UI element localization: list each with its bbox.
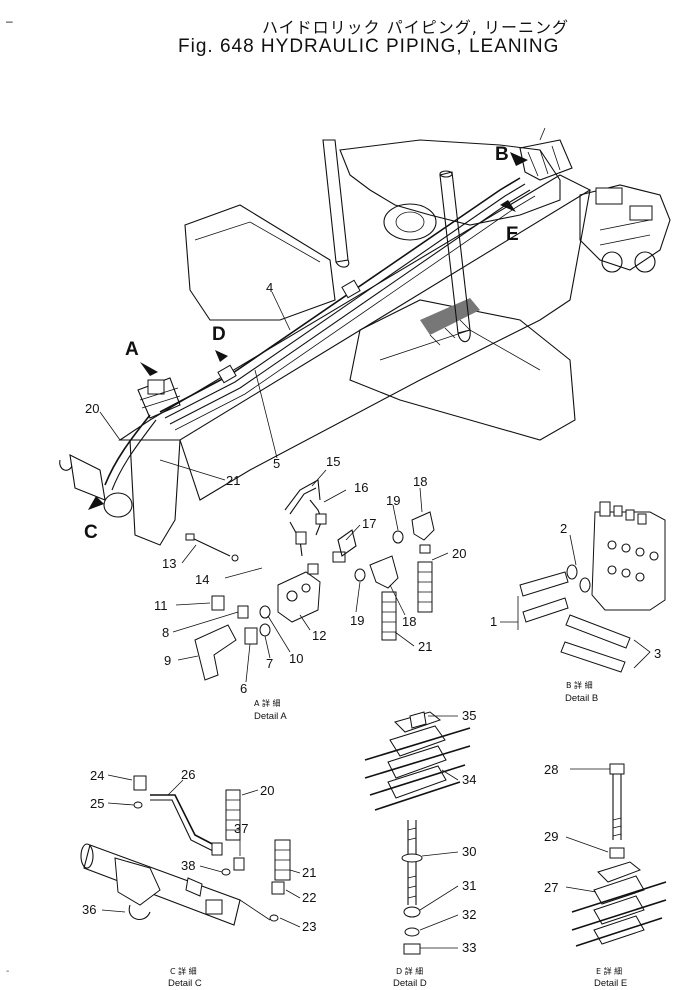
callout-17: 17: [362, 516, 376, 531]
callout-5: 5: [273, 456, 280, 471]
callout-31: 31: [462, 878, 476, 893]
detail-e-caption: Detail E: [594, 978, 627, 989]
callout-29: 29: [544, 829, 558, 844]
callout-18-top: 18: [413, 474, 427, 489]
detail-b: 2 1 3 B 詳 細 Detail B: [490, 501, 666, 704]
detail-c-caption-jp: C 詳 細: [170, 966, 197, 976]
callout-16: 16: [354, 480, 368, 495]
detail-d: 35 34 30 31 32 33 D 詳 細 Detail D: [364, 708, 476, 989]
callout-33: 33: [462, 940, 476, 955]
callout-32: 32: [462, 907, 476, 922]
detail-d-caption-jp: D 詳 細: [396, 966, 423, 976]
callout-23: 23: [302, 919, 316, 934]
view-letter-c: C: [84, 522, 98, 543]
callout-34: 34: [462, 772, 476, 787]
detail-e: 28 29 27 E 詳 細 Detail E: [544, 762, 667, 989]
callout-19-bottom: 19: [350, 613, 364, 628]
callout-9: 9: [164, 653, 171, 668]
callout-21-detail-c: 21: [302, 865, 316, 880]
callout-21-detail-a: 21: [418, 639, 432, 654]
callout-36: 36: [82, 902, 96, 917]
callout-11: 11: [154, 598, 168, 613]
callout-21: 21: [226, 473, 240, 488]
callout-19-top: 19: [386, 493, 400, 508]
view-letter-e: E: [506, 224, 519, 245]
view-letter-b: B: [495, 144, 509, 165]
view-letter-d: D: [212, 324, 226, 345]
callout-20: 20: [85, 401, 99, 416]
callout-20-detail-c: 20: [260, 783, 274, 798]
detail-c-caption: Detail C: [168, 978, 202, 989]
view-letter-a: A: [125, 339, 139, 360]
detail-b-caption-jp: B 詳 細: [566, 680, 593, 690]
detail-a-caption-jp: A 詳 細: [254, 698, 281, 708]
callout-13: 13: [162, 556, 176, 571]
callout-6: 6: [240, 681, 247, 696]
main-assembly-view: A B C D E 4 5 20 21: [59, 127, 671, 546]
callout-14: 14: [195, 572, 209, 587]
callout-28: 28: [544, 762, 558, 777]
callout-38: 38: [181, 858, 195, 873]
callout-1: 1: [490, 614, 497, 629]
callout-4: 4: [266, 280, 273, 295]
callout-8: 8: [162, 625, 169, 640]
callout-20-detail-a: 20: [452, 546, 466, 561]
detail-e-caption-jp: E 詳 細: [596, 966, 622, 976]
callout-15: 15: [326, 454, 340, 469]
callout-2: 2: [560, 521, 567, 536]
figure-title: Fig. 648 HYDRAULIC PIPING, LEANING: [178, 36, 560, 57]
callout-10: 10: [289, 651, 303, 666]
detail-c: 24 25 26 20 37 38 21 22 23 36 C 詳 細 Deta…: [80, 767, 316, 989]
detail-a: 15 16 17 18 19 20 13 14 11 8 9 6 7 10 12…: [154, 454, 466, 722]
callout-35: 35: [462, 708, 476, 723]
callout-27: 27: [544, 880, 558, 895]
callout-22: 22: [302, 890, 316, 905]
callout-18-bottom: 18: [402, 614, 416, 629]
detail-b-caption: Detail B: [565, 693, 598, 704]
title-japanese: ハイドロリック パイピング, リーニング: [262, 18, 569, 37]
callout-30: 30: [462, 844, 476, 859]
callout-12: 12: [312, 628, 326, 643]
callout-7: 7: [266, 656, 273, 671]
callout-37: 37: [234, 821, 248, 836]
callout-25: 25: [90, 796, 104, 811]
callout-3: 3: [654, 646, 661, 661]
callout-26: 26: [181, 767, 195, 782]
callout-24: 24: [90, 768, 104, 783]
corner-mark: -: [6, 966, 10, 977]
detail-a-caption: Detail A: [254, 711, 287, 722]
corner-dash: –: [6, 14, 13, 28]
detail-d-caption: Detail D: [393, 978, 427, 989]
